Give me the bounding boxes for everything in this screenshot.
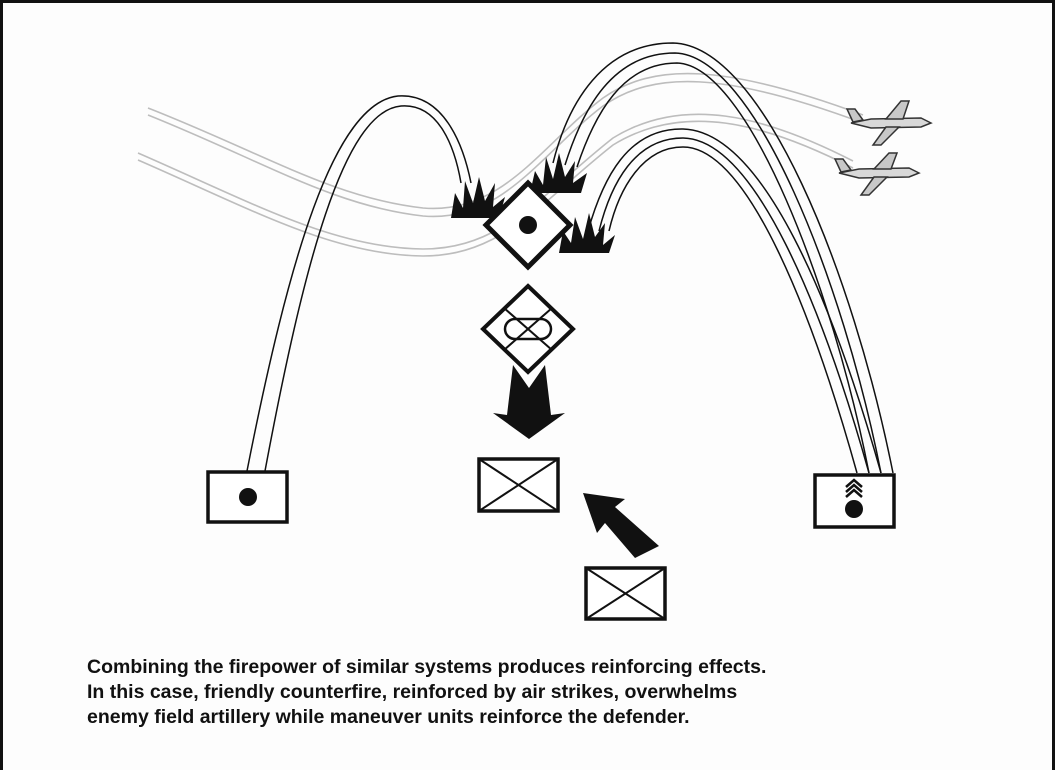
friendly-artillery-right-symbol xyxy=(815,475,894,527)
friendly-artillery-left-symbol xyxy=(208,472,287,522)
trajectory-right-lower xyxy=(588,129,881,473)
fire-support-diagram xyxy=(3,3,1055,643)
jet-aircraft-icon xyxy=(835,153,919,195)
defender-infantry-symbol xyxy=(479,459,558,511)
enemy-artillery-symbol xyxy=(486,183,570,267)
reinforcement-arrow-icon xyxy=(583,493,659,558)
trajectory-left xyxy=(247,96,471,471)
caption-line-2: In this case, friendly counterfire, rein… xyxy=(87,680,1027,705)
jet-aircraft-icon xyxy=(847,101,931,145)
reinforcing-infantry-symbol xyxy=(586,568,665,619)
enemy-armor-symbol xyxy=(483,286,573,372)
diagram-caption: Combining the firepower of similar syste… xyxy=(87,655,1027,730)
caption-line-1: Combining the firepower of similar syste… xyxy=(87,655,1027,680)
caption-line-3: enemy field artillery while maneuver uni… xyxy=(87,705,1027,730)
attack-arrow-icon xyxy=(493,365,565,439)
